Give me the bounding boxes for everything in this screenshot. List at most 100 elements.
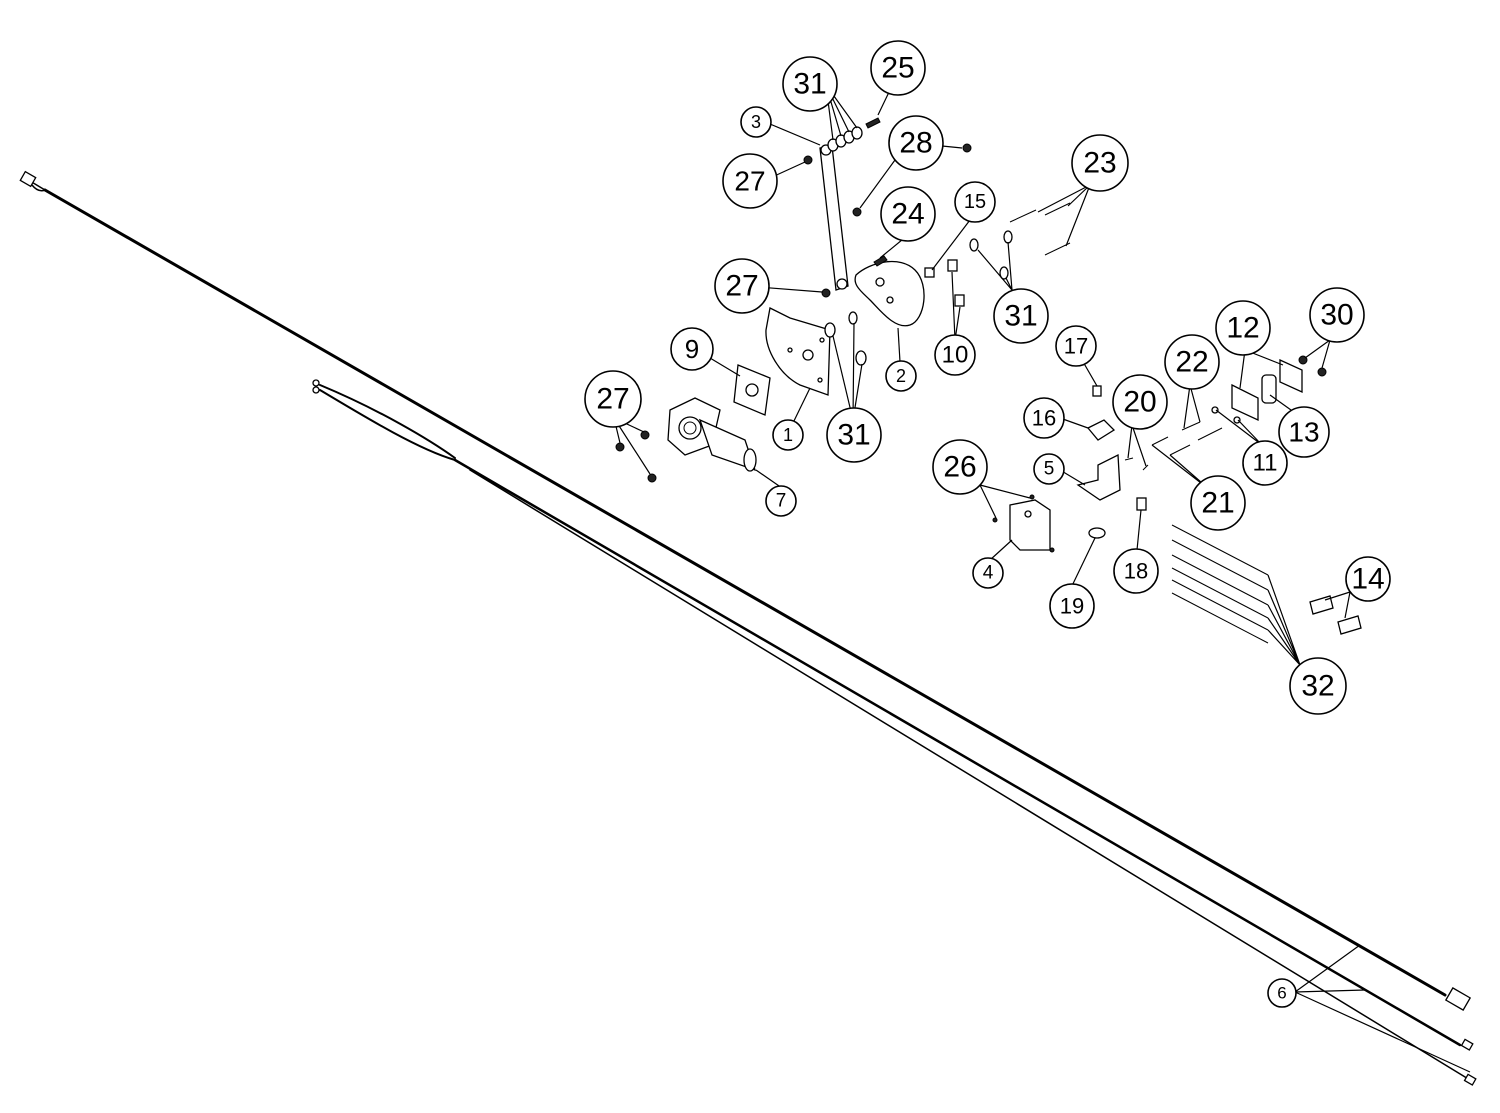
svg-text:24: 24 bbox=[891, 198, 924, 231]
svg-text:23: 23 bbox=[1083, 147, 1116, 180]
callout-27-lower: 27 bbox=[584, 370, 642, 428]
callout-6: 6 bbox=[1267, 978, 1297, 1008]
hinge bbox=[1231, 383, 1259, 422]
cam-plate bbox=[854, 260, 925, 327]
callout-22: 22 bbox=[1164, 334, 1220, 390]
svg-text:2: 2 bbox=[896, 366, 906, 386]
gear-motor bbox=[667, 397, 757, 472]
svg-text:18: 18 bbox=[1124, 559, 1148, 584]
callouts: 31 25 3 27 28 24 15 23 bbox=[584, 40, 1391, 1008]
svg-text:25: 25 bbox=[881, 52, 914, 85]
bushing bbox=[1337, 615, 1362, 635]
switch-bracket bbox=[1076, 453, 1121, 501]
callout-28: 28 bbox=[888, 115, 944, 171]
callout-31-top: 31 bbox=[782, 56, 838, 112]
svg-text:7: 7 bbox=[776, 491, 787, 512]
callout-7: 7 bbox=[765, 485, 797, 517]
callout-10: 10 bbox=[934, 334, 976, 376]
svg-text:31: 31 bbox=[1004, 300, 1037, 333]
hinge-pin bbox=[1261, 374, 1277, 404]
link-arm bbox=[819, 145, 849, 291]
bolt bbox=[1044, 202, 1071, 216]
grommet bbox=[1088, 527, 1106, 539]
ring-terminal bbox=[312, 386, 320, 394]
ring-terminal bbox=[312, 379, 320, 387]
callout-24: 24 bbox=[880, 186, 936, 242]
callout-31-right: 31 bbox=[993, 288, 1049, 344]
svg-text:22: 22 bbox=[1175, 346, 1208, 379]
callout-26: 26 bbox=[932, 439, 988, 495]
svg-text:13: 13 bbox=[1288, 417, 1319, 448]
relay-connector bbox=[1136, 497, 1147, 511]
callout-19: 19 bbox=[1049, 583, 1095, 629]
callout-14: 14 bbox=[1345, 556, 1391, 602]
leader-lines bbox=[613, 84, 1471, 1073]
svg-text:21: 21 bbox=[1201, 487, 1234, 520]
wire-harness bbox=[19, 170, 1477, 1086]
connector-right bbox=[1444, 987, 1472, 1011]
callout-12: 12 bbox=[1215, 300, 1271, 356]
bolt bbox=[1009, 209, 1037, 223]
callout-2: 2 bbox=[885, 360, 917, 392]
callout-16: 16 bbox=[1023, 397, 1065, 439]
callout-23: 23 bbox=[1071, 134, 1129, 192]
limit-switch bbox=[1086, 419, 1116, 441]
svg-text:27: 27 bbox=[734, 166, 765, 197]
callout-1: 1 bbox=[772, 419, 804, 451]
svg-text:14: 14 bbox=[1351, 563, 1384, 596]
control-box bbox=[1009, 499, 1051, 551]
svg-text:31: 31 bbox=[793, 68, 826, 101]
svg-text:11: 11 bbox=[1253, 450, 1278, 477]
svg-text:26: 26 bbox=[943, 451, 976, 484]
callout-17: 17 bbox=[1055, 325, 1097, 367]
svg-text:12: 12 bbox=[1226, 312, 1259, 345]
svg-text:9: 9 bbox=[685, 334, 699, 364]
callout-15: 15 bbox=[954, 181, 996, 223]
parts bbox=[615, 117, 1362, 644]
spacer bbox=[954, 294, 965, 307]
connector-left bbox=[19, 170, 37, 188]
svg-text:20: 20 bbox=[1123, 386, 1156, 419]
nut bbox=[852, 207, 862, 217]
svg-text:32: 32 bbox=[1301, 670, 1334, 703]
hinge-plate bbox=[1279, 358, 1303, 394]
svg-text:28: 28 bbox=[899, 127, 932, 160]
svg-text:5: 5 bbox=[1044, 459, 1055, 480]
spacer bbox=[947, 259, 958, 272]
callout-25: 25 bbox=[870, 40, 926, 96]
callout-27-upper: 27 bbox=[722, 153, 778, 209]
svg-text:31: 31 bbox=[837, 419, 870, 452]
svg-text:30: 30 bbox=[1320, 299, 1353, 332]
svg-text:15: 15 bbox=[964, 191, 986, 213]
callout-5: 5 bbox=[1033, 453, 1065, 485]
mounting-plate bbox=[765, 307, 831, 396]
nut bbox=[821, 288, 831, 298]
callout-30: 30 bbox=[1309, 287, 1365, 343]
bolt bbox=[865, 117, 881, 129]
bushing bbox=[1309, 595, 1334, 615]
callout-32: 32 bbox=[1289, 657, 1347, 715]
svg-text:1: 1 bbox=[783, 425, 793, 445]
callout-20: 20 bbox=[1112, 374, 1168, 430]
callout-13: 13 bbox=[1278, 406, 1330, 458]
callout-9: 9 bbox=[670, 327, 714, 371]
nut bbox=[962, 143, 972, 153]
svg-text:3: 3 bbox=[751, 112, 761, 132]
callout-27-middle: 27 bbox=[714, 258, 770, 314]
callout-4: 4 bbox=[972, 557, 1004, 589]
svg-text:27: 27 bbox=[725, 270, 758, 303]
svg-text:6: 6 bbox=[1277, 984, 1286, 1003]
callout-11: 11 bbox=[1242, 440, 1288, 486]
nut bbox=[803, 155, 813, 165]
svg-text:4: 4 bbox=[983, 563, 994, 584]
svg-text:19: 19 bbox=[1060, 594, 1084, 619]
washer-stack bbox=[827, 126, 863, 152]
spacer bbox=[924, 267, 935, 278]
cable-ties bbox=[1171, 524, 1269, 644]
callout-31-center: 31 bbox=[826, 407, 882, 463]
svg-text:17: 17 bbox=[1064, 334, 1088, 359]
callout-21: 21 bbox=[1190, 475, 1246, 531]
svg-text:16: 16 bbox=[1032, 406, 1056, 431]
callout-3: 3 bbox=[740, 106, 772, 138]
